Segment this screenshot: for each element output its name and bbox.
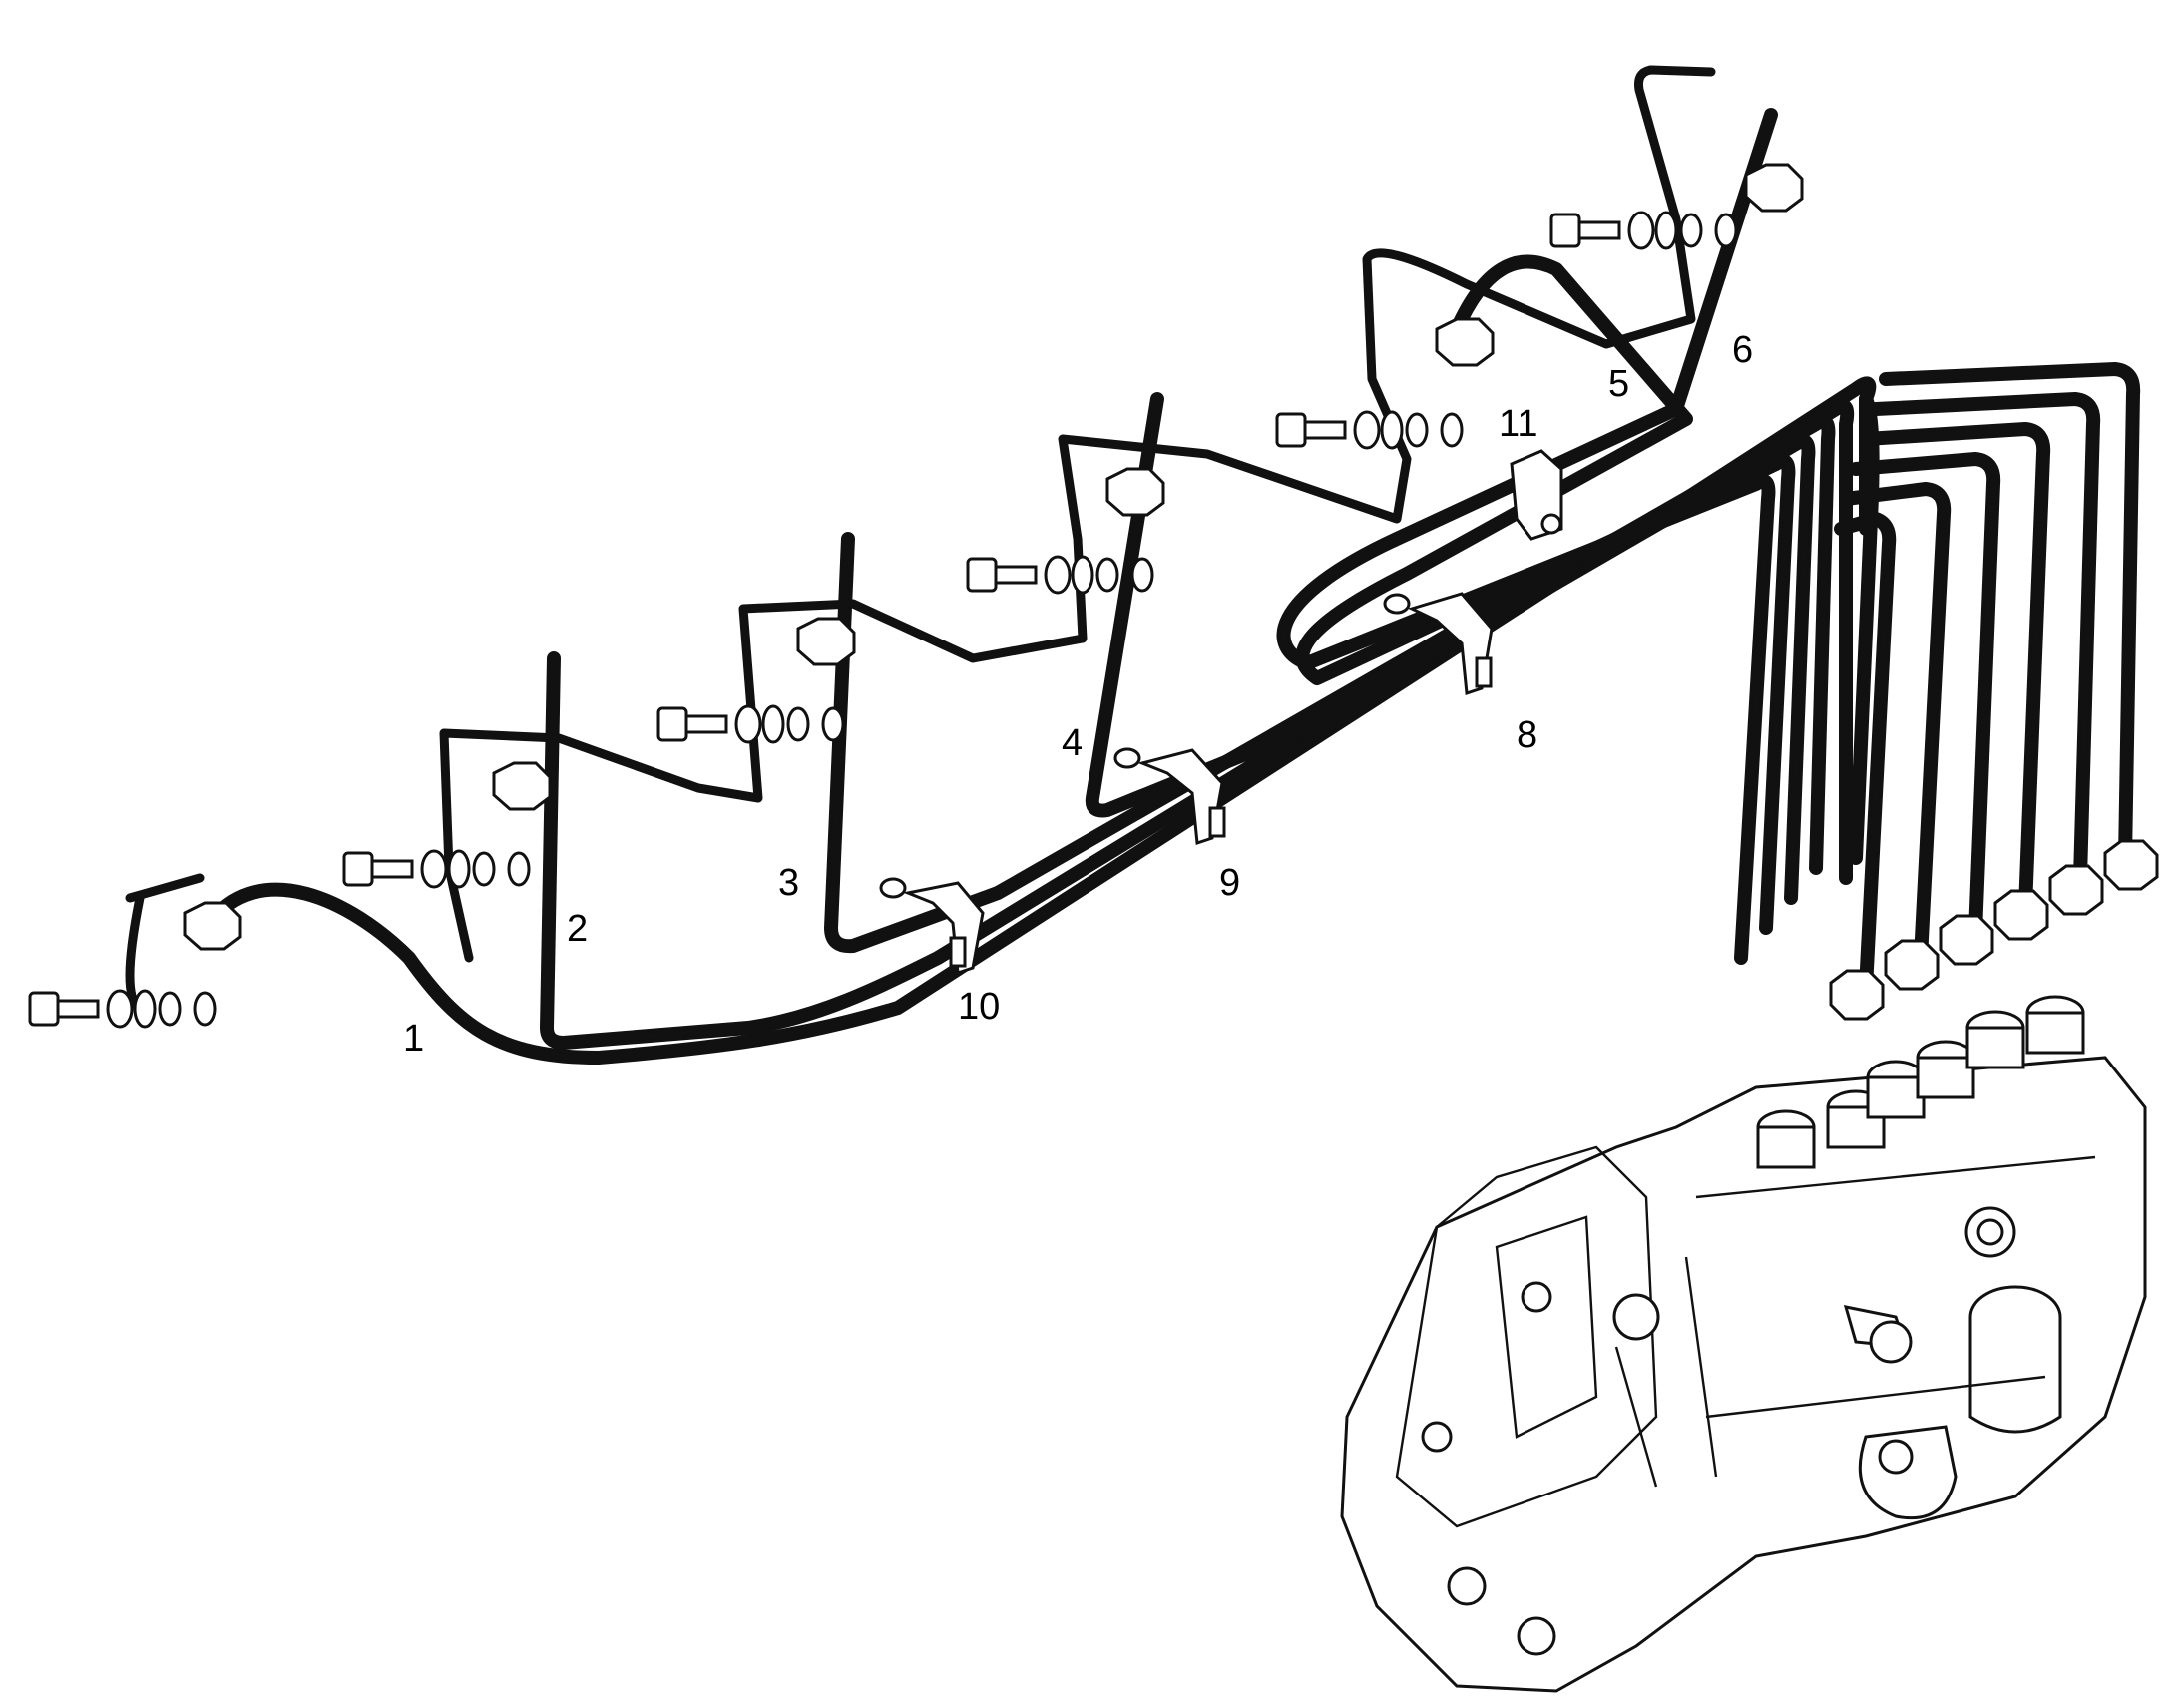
callout-8: 8 xyxy=(1517,714,1538,756)
callout-3: 3 xyxy=(778,862,800,904)
callout-11: 11 xyxy=(1499,403,1538,445)
clamp-11 xyxy=(1510,449,1563,541)
pump-outlet-nuts xyxy=(1829,839,2159,1021)
callout-6: 6 xyxy=(1732,329,1754,371)
clamp-10 xyxy=(879,877,985,976)
callout-9: 9 xyxy=(1219,862,1241,904)
leak-off-line xyxy=(125,65,1716,1013)
callout-10: 10 xyxy=(958,986,1001,1028)
delivery-valve-holders xyxy=(1756,995,2085,1169)
callout-5: 5 xyxy=(1608,363,1630,405)
clamp-8 xyxy=(1383,592,1494,696)
callout-2: 2 xyxy=(567,908,589,950)
injector-nuts xyxy=(183,163,1804,951)
clamp-9 xyxy=(1113,747,1226,846)
injection-pump-illustration xyxy=(1340,995,2147,1693)
banjo-bolt-sets xyxy=(28,211,1738,1029)
injection-pipe-bundle xyxy=(203,108,2141,1065)
callout-4: 4 xyxy=(1062,722,1084,764)
callout-1: 1 xyxy=(403,1018,425,1060)
pipe-clamps xyxy=(879,449,1563,976)
